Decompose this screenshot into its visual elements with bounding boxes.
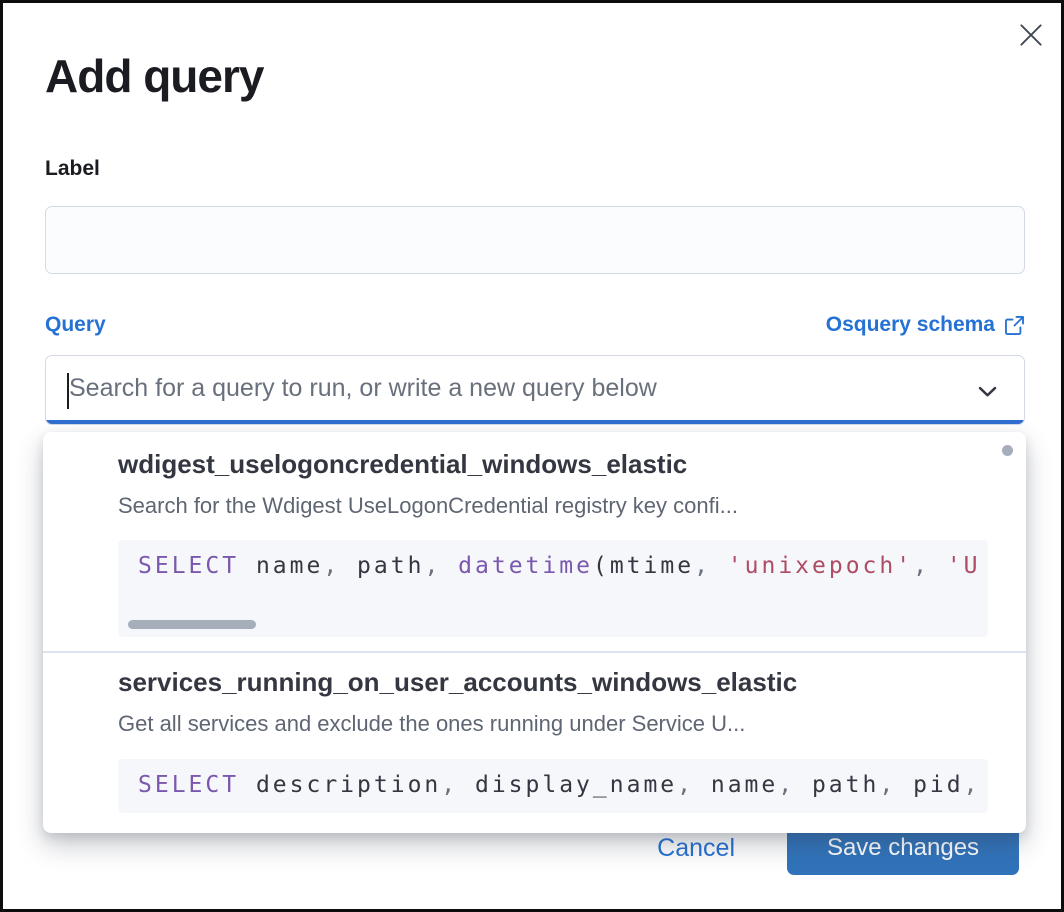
option-description: Search for the Wdigest UseLogonCredentia… [118,493,738,518]
sql-code: SELECT description, display_name, name, … [138,772,981,798]
label-input[interactable] [45,206,1025,274]
osquery-schema-link[interactable]: Osquery schema [826,313,1025,337]
close-icon [1017,21,1045,49]
query-search-input[interactable] [46,356,1024,424]
text-cursor [67,373,69,409]
sql-code: SELECT name, path, datetime(mtime, 'unix… [138,553,981,579]
external-link-icon [1004,315,1025,336]
cancel-button[interactable]: Cancel [651,833,741,864]
option-title: services_running_on_user_accounts_window… [118,667,798,697]
modal-title: Add query [45,50,264,102]
osquery-schema-link-label: Osquery schema [825,313,995,336]
query-option[interactable]: services_running_on_user_accounts_window… [43,667,1026,833]
option-divider [43,651,1026,653]
query-field-label: Query [45,313,106,336]
label-field-label: Label [45,157,100,180]
horizontal-scrollbar-thumb[interactable] [128,620,256,629]
option-code-block: SELECT description, display_name, name, … [118,759,988,813]
option-title: wdigest_uselogoncredential_windows_elast… [118,449,688,479]
vertical-scrollbar-thumb[interactable] [1002,445,1013,456]
query-option[interactable]: wdigest_uselogoncredential_windows_elast… [43,449,1026,649]
query-suggestions-panel: wdigest_uselogoncredential_windows_elast… [43,432,1026,833]
option-description: Get all services and exclude the ones ru… [118,711,746,736]
chevron-down-icon[interactable] [975,379,1000,404]
close-button[interactable] [1013,17,1049,53]
query-search-combobox[interactable] [45,355,1025,425]
query-field-header: Query Osquery schema [45,313,1025,337]
option-code-block: SELECT name, path, datetime(mtime, 'unix… [118,540,988,637]
